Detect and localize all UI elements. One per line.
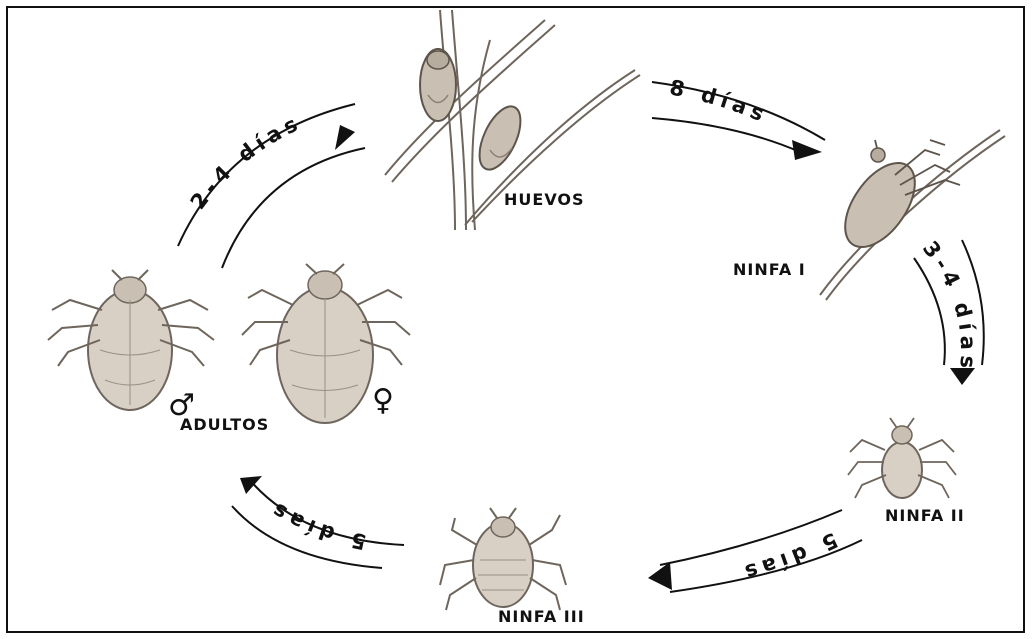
label-ninfa-1: NINFA I <box>733 260 806 279</box>
label-ninfa-2: NINFA II <box>885 506 965 525</box>
label-ninfa-3: NINFA III <box>498 607 585 626</box>
arrow-nymph3-to-adults: 5 días <box>232 476 404 568</box>
svg-text:5 días: 5 días <box>738 528 842 586</box>
nymph3-illustration <box>440 508 566 610</box>
label-adultos: ADULTOS <box>180 415 269 434</box>
svg-text:8 días: 8 días <box>668 75 773 128</box>
svg-text:2-4 días: 2-4 días <box>186 110 306 214</box>
label-huevos: HUEVOS <box>504 190 585 209</box>
nymph2-illustration <box>848 418 956 498</box>
duration-2-4-dias: 2-4 días <box>186 110 306 214</box>
svg-text:5 días: 5 días <box>264 496 369 555</box>
duration-5-dias-bottom: 5 días <box>738 528 842 586</box>
arrow-adults-to-eggs: 2-4 días <box>178 104 365 268</box>
duration-3-4-dias: 3-4 días <box>918 236 980 374</box>
female-symbol: ♀ <box>372 383 394 418</box>
arrow-eggs-to-nymph1: 8 días <box>652 75 825 160</box>
arrow-nymph1-to-nymph2: 3-4 días <box>914 236 984 385</box>
duration-5-dias-left: 5 días <box>264 496 369 555</box>
nit-egg-1 <box>420 49 456 121</box>
duration-8-dias: 8 días <box>668 75 773 128</box>
svg-text:3-4 días: 3-4 días <box>918 236 980 374</box>
arrow-nymph2-to-nymph3: 5 días <box>648 510 862 592</box>
nymph1-illustration <box>820 130 1005 300</box>
